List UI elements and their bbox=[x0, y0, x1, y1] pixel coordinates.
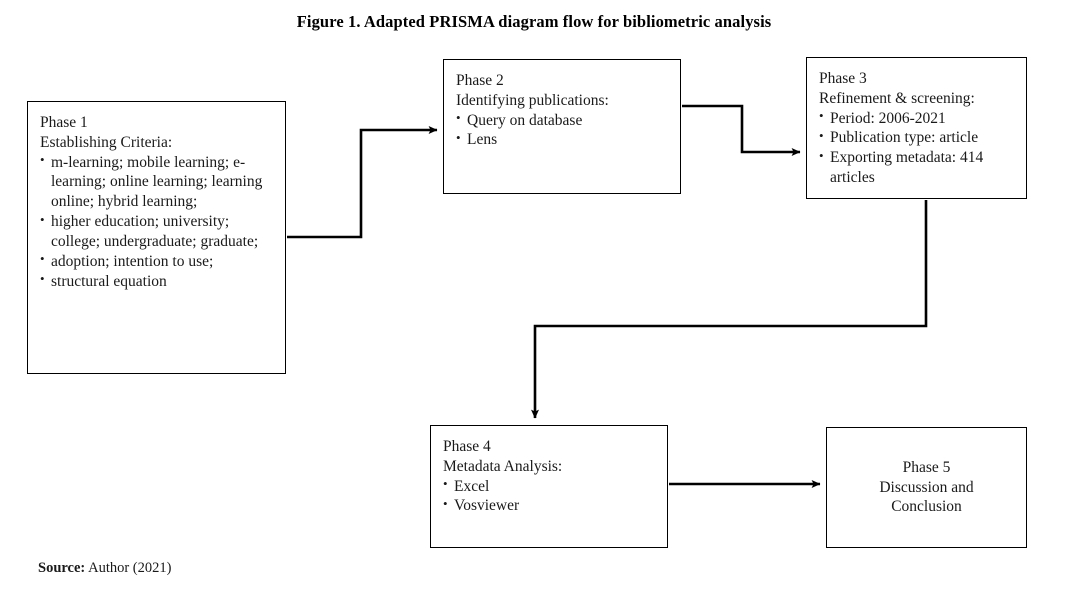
phase-4-subtitle: Metadata Analysis: bbox=[443, 457, 563, 475]
phase-4-tools-list: Excel Vosviewer bbox=[443, 476, 655, 517]
list-item: Query on database bbox=[456, 110, 668, 131]
phase-4-box[interactable]: Phase 4 Metadata Analysis: Excel Vosview… bbox=[430, 425, 668, 548]
phase-5-line-2: Discussion and bbox=[879, 478, 974, 496]
phase-3-subtitle: Refinement & screening: bbox=[819, 89, 975, 107]
phase-3-label: Phase 3 bbox=[819, 70, 867, 87]
list-item: higher education; university; college; u… bbox=[40, 212, 273, 252]
phase-5-box[interactable]: Phase 5 Discussion and Conclusion bbox=[826, 427, 1027, 548]
phase-4-label: Phase 4 bbox=[443, 438, 491, 455]
phase-5-line-3: Conclusion bbox=[891, 498, 962, 516]
figure-title: Figure 1. Adapted PRISMA diagram flow fo… bbox=[296, 12, 772, 31]
phase-2-box[interactable]: Phase 2 Identifying publications: Query … bbox=[443, 59, 681, 194]
phase-3-criteria-list: Period: 2006-2021 Publication type: arti… bbox=[819, 108, 1014, 188]
source-label: Source: bbox=[38, 560, 86, 576]
connector-phase3-to-phase4 bbox=[531, 200, 928, 419]
list-item: Exporting metadata: 414 articles bbox=[819, 148, 1014, 188]
phase-1-subtitle: Establishing Criteria: bbox=[40, 133, 173, 151]
list-item: adoption; intention to use; bbox=[40, 251, 273, 272]
list-item: Publication type: article bbox=[819, 128, 1014, 148]
source-value: Author (2021) bbox=[88, 560, 172, 576]
phase-3-box[interactable]: Phase 3 Refinement & screening: Period: … bbox=[806, 57, 1027, 199]
phase-1-box[interactable]: Phase 1 Establishing Criteria: m-learnin… bbox=[27, 101, 286, 374]
list-item: Excel bbox=[443, 476, 655, 497]
list-item: structural equation bbox=[40, 271, 273, 292]
phase-2-steps-list: Query on database Lens bbox=[456, 110, 668, 151]
connector-phase2-to-phase3 bbox=[682, 104, 801, 156]
phase-1-label: Phase 1 bbox=[40, 114, 88, 131]
list-item: m-learning; mobile learning; e-learning;… bbox=[40, 152, 273, 212]
phase-1-criteria-list: m-learning; mobile learning; e-learning;… bbox=[40, 152, 273, 292]
source-note: Source: Author (2021) bbox=[38, 560, 171, 577]
list-item: Lens bbox=[456, 130, 668, 150]
phase-2-subtitle: Identifying publications: bbox=[456, 91, 609, 109]
connector-phase1-to-phase2 bbox=[287, 126, 438, 239]
phase-2-label: Phase 2 bbox=[456, 72, 504, 89]
list-item: Period: 2006-2021 bbox=[819, 108, 1014, 129]
list-item: Vosviewer bbox=[443, 496, 655, 516]
phase-5-label: Phase 5 bbox=[902, 458, 951, 476]
